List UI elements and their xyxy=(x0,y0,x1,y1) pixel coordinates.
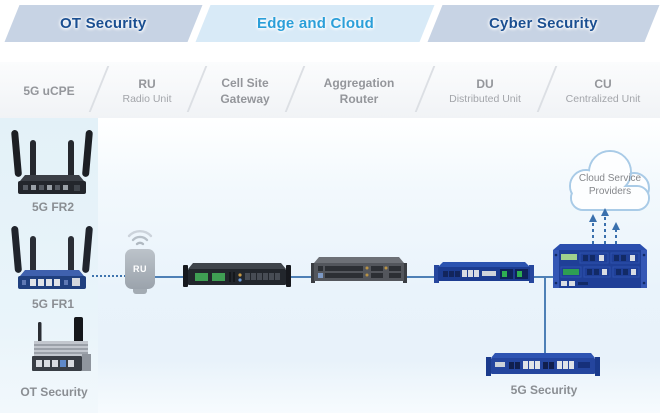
ot-security-gateway-device xyxy=(32,317,91,371)
ru-radio-unit-device: RU xyxy=(125,249,155,289)
ru-unit-stem xyxy=(133,288,147,294)
column-header-band xyxy=(0,62,660,118)
column-title: DU xyxy=(476,76,494,91)
cell-site-gateway-device xyxy=(183,263,291,287)
column-du: DU Distributed Unit xyxy=(424,69,546,113)
column-aggregation-router: Aggregation Router xyxy=(294,69,424,113)
5g-security-label: 5G Security xyxy=(510,383,578,397)
banner-edge-and-cloud: Edge and Cloud xyxy=(195,5,435,42)
column-subtitle: Gateway xyxy=(220,92,270,106)
5g-security-device xyxy=(486,353,600,376)
column-5g-ucpe: 5G uCPE xyxy=(0,69,98,113)
du-distributed-unit-device xyxy=(434,262,534,283)
wifi-signal-icon xyxy=(127,230,153,246)
banner-cyber-security: Cyber Security xyxy=(427,5,660,42)
column-ru: RU Radio Unit xyxy=(98,69,196,113)
column-title: RU xyxy=(138,76,156,91)
cloud-label-line1: Cloud Service xyxy=(578,173,642,184)
column-subtitle: Radio Unit xyxy=(122,93,172,105)
5g-fr2-router-device xyxy=(11,130,93,194)
5g-fr1-label: 5G FR1 xyxy=(31,297,74,311)
connector-csg-to-agg xyxy=(288,276,314,278)
column-title: 5G uCPE xyxy=(23,83,75,98)
column-cu: CU Centralized Unit xyxy=(546,69,660,113)
connector-fr1-to-ru xyxy=(92,275,126,277)
uplink-arrows-icon xyxy=(589,208,620,244)
cloud-service-providers-label: Cloud Service Providers xyxy=(566,172,654,198)
column-title: CU xyxy=(594,76,612,91)
banner-edge-and-cloud-label: Edge and Cloud xyxy=(256,15,374,32)
connector-du-to-cu xyxy=(531,276,553,278)
5g-fr2-label: 5G FR2 xyxy=(31,200,74,214)
cu-centralized-unit-device xyxy=(553,244,647,288)
column-title: Cell Site xyxy=(221,75,269,90)
aggregation-router-device xyxy=(311,257,407,283)
column-subtitle: Distributed Unit xyxy=(449,93,521,105)
connector-ru-to-csg xyxy=(155,276,185,278)
banner-cyber-security-label: Cyber Security xyxy=(489,15,598,32)
banner-ot-security-label: OT Security xyxy=(60,15,147,32)
cloud-icon xyxy=(569,150,650,211)
connector-agg-to-du xyxy=(404,276,436,278)
ot-security-label: OT Security xyxy=(20,385,88,399)
column-subtitle: Centralized Unit xyxy=(565,93,641,105)
column-subtitle: Router xyxy=(339,92,379,106)
ru-badge: RU xyxy=(133,264,147,274)
banner-ot-security: OT Security xyxy=(4,5,203,42)
connector-branch-to-5g-security xyxy=(544,277,546,353)
column-cell-site-gateway: Cell Site Gateway xyxy=(196,69,294,113)
cloud-label-line2: Providers xyxy=(588,186,632,197)
column-title: Aggregation xyxy=(323,75,395,90)
5g-fr1-router-device xyxy=(11,226,93,289)
